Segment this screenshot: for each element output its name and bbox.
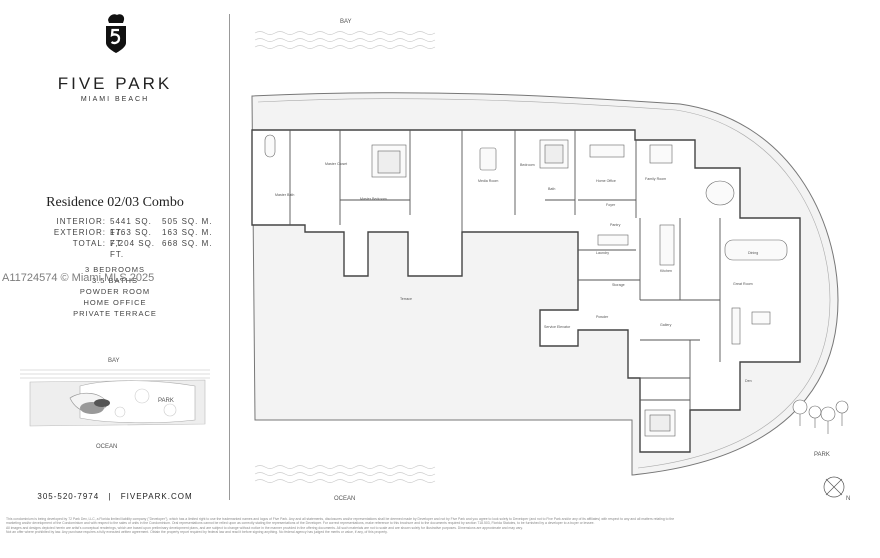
phone-number: 305-520-7974 (37, 492, 100, 501)
area-sqft: 1763 SQ. FT. (110, 228, 152, 248)
plan-bay-label: BAY (340, 19, 352, 25)
five-park-logo-icon (106, 14, 126, 53)
room-label: Storage (612, 283, 625, 287)
room-label: Master Closet (325, 162, 347, 166)
room-label: Kitchen (660, 269, 672, 273)
area-sqft: 5441 SQ. FT. (110, 217, 152, 237)
room-label: Pantry (610, 223, 621, 227)
brand-location: MIAMI BEACH (80, 96, 150, 103)
area-label: TOTAL: (72, 239, 106, 248)
room-label: Family Room (645, 177, 666, 181)
disclaimer-line: marketing and/or development of the Cond… (6, 521, 595, 526)
feature-item: 3.5 BATHS (92, 276, 138, 285)
plan-park-label: PARK (814, 452, 830, 458)
room-label: Den (745, 379, 752, 383)
key-map-park-label: PARK (158, 398, 174, 404)
area-row-interior: INTERIOR: 5441 SQ. FT. 505 SQ. M. (0, 216, 230, 237)
area-sqm: 163 SQ. M. (162, 228, 213, 237)
room-label: Terrace (400, 297, 412, 301)
room-label: Home Office (596, 179, 616, 183)
room-label: Laundry (596, 251, 609, 255)
room-label: Media Room (478, 179, 498, 183)
key-map-ocean-label: OCEAN (96, 444, 117, 450)
room-label: Dining (748, 251, 758, 255)
website-link[interactable]: FIVEPARK.COM (120, 492, 193, 501)
room-label: Bath (548, 187, 555, 191)
mls-watermark: A11724574 © Miami MLS 2025 (2, 272, 155, 284)
room-labels: Master Bath Master Closet Master Bedroom… (275, 162, 758, 383)
sidebar: FIVE PARK MIAMI BEACH Residence 02/03 Co… (0, 0, 230, 518)
sidebar-divider (229, 14, 230, 500)
legal-disclaimer: This condominium is being developed by 7… (6, 517, 874, 534)
plan-ocean-label: OCEAN (334, 496, 355, 502)
disclaimer-line: All images and designs depicted herein a… (6, 525, 523, 530)
brand-name: FIVE PARK (57, 74, 173, 93)
feature-item: PRIVATE TERRACE (73, 309, 157, 318)
area-row-exterior: EXTERIOR: 1763 SQ. FT. 163 SQ. M. (0, 227, 230, 248)
contact-line: 305-520-7974 | FIVEPARK.COM (0, 492, 230, 501)
area-sqm: 505 SQ. M. (162, 217, 213, 226)
area-stats: INTERIOR: 5441 SQ. FT. 505 SQ. M. EXTERI… (0, 216, 230, 259)
key-map-bay-label: BAY (108, 358, 120, 364)
ocean-water-icon (254, 465, 436, 483)
floor-plan: BAY Master Bath Master Closet Master Bed… (251, 19, 850, 502)
area-row-total: TOTAL: 7,204 SQ. FT. 668 SQ. M. (0, 238, 230, 259)
park-trees-icon (792, 399, 849, 434)
area-sqm: 668 SQ. M. (162, 239, 213, 248)
room-label: Great Room (733, 282, 753, 286)
feature-item: HOME OFFICE (83, 298, 147, 307)
feature-item: 3 BEDROOMS (84, 265, 145, 274)
room-label: Gallery (660, 323, 672, 327)
room-label: Service Elevator (544, 325, 571, 329)
room-label: Foyer (606, 203, 616, 207)
compass-icon: N (823, 476, 850, 502)
room-label: Master Bath (275, 193, 294, 197)
residence-title: Residence 02/03 Combo (46, 195, 184, 210)
feature-list: 3 BEDROOMS 3.5 BATHS POWDER ROOM HOME OF… (0, 264, 230, 319)
disclaimer-line: Not an offer where prohibited by law. An… (6, 529, 388, 534)
room-label: Powder (596, 315, 609, 319)
area-sqft: 7,204 SQ. FT. (110, 239, 156, 259)
feature-item: POWDER ROOM (79, 287, 151, 296)
compass-north-label: N (846, 496, 850, 502)
area-label: INTERIOR: (56, 217, 106, 226)
key-plan-map: BAY PARK OCEAN (20, 358, 210, 450)
room-label: Master Bedroom (360, 197, 387, 201)
disclaimer-line: This condominium is being developed by 7… (6, 517, 675, 521)
contact-separator: | (108, 492, 112, 501)
bay-water-icon (254, 31, 436, 49)
room-label: Bedroom (520, 163, 535, 167)
area-label: EXTERIOR: (53, 228, 106, 237)
